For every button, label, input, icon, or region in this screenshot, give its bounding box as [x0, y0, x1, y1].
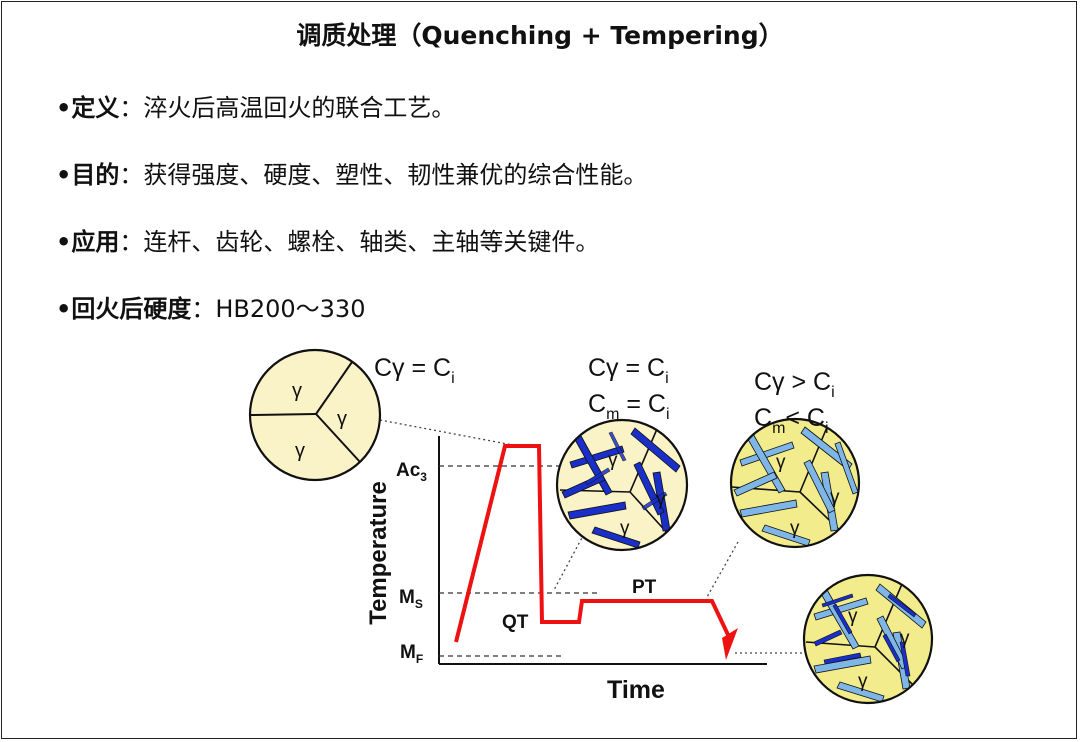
item-text: 连杆、齿轮、螺栓、轴类、主轴等关键件。 [143, 228, 600, 256]
item-definition: •定义：淬火后高温回火的联合工艺。 [56, 88, 455, 123]
axes [438, 436, 767, 665]
gamma-label: γ [337, 408, 347, 430]
item-separator: ： [119, 161, 144, 189]
temperature-curve [454, 444, 732, 643]
connector-line-3 [706, 541, 739, 598]
partitioned-microstructure-circle: γ γ γ [729, 417, 861, 549]
item-text: 获得强度、硬度、塑性、韧性兼优的综合性能。 [143, 161, 648, 189]
equation-quenched-gamma: Cγ = Ci [588, 354, 669, 387]
item-separator: ： [191, 295, 216, 323]
final-microstructure-circle: γ γ γ [802, 573, 934, 705]
gamma-label: γ [858, 671, 868, 692]
item-hardness: •回火后硬度：HB200～330 [56, 289, 365, 324]
qt-label: QT [502, 612, 529, 633]
connector-line-1 [379, 419, 519, 447]
item-text: HB200～330 [215, 295, 366, 323]
equation-quenched-martensite: Cm = Ci [588, 390, 670, 423]
gamma-label: γ [830, 487, 840, 508]
curve-arrowhead [722, 628, 738, 660]
gamma-label: γ [608, 450, 618, 471]
gamma-label: γ [295, 440, 305, 462]
item-label: •回火后硬度 [56, 295, 192, 323]
item-text: 淬火后高温回火的联合工艺。 [143, 94, 456, 122]
item-separator: ： [119, 228, 144, 256]
gamma-label: γ [292, 380, 302, 402]
quenched-microstructure-circle: γ γ γ [555, 418, 689, 552]
item-label: •定义 [56, 94, 120, 122]
item-application: •应用：连杆、齿轮、螺栓、轴类、主轴等关键件。 [56, 222, 599, 257]
item-separator: ： [119, 94, 144, 122]
slide-title: 调质处理（Quenching + Tempering） [296, 21, 784, 50]
item-purpose: •目的：获得强度、硬度、塑性、韧性兼优的综合性能。 [56, 155, 647, 190]
equation-partitioned-martensite: Cm< Ci [754, 404, 829, 437]
gamma-label: γ [620, 518, 630, 539]
pt-label: PT [632, 577, 657, 598]
grain-boundaries [250, 361, 361, 463]
ac3-label: Ac3 [396, 460, 427, 484]
gamma-label: γ [848, 606, 858, 627]
heat-treatment-diagram: Temperature Time Ac3 MS MF QT PT γ γ γ [248, 348, 934, 705]
austenite-grain-circle: γ γ γ [248, 348, 382, 482]
gamma-label: γ [656, 489, 666, 510]
gamma-label: γ [900, 628, 910, 649]
connector-line-2 [553, 533, 585, 591]
reference-lines [439, 465, 597, 657]
ms-label: MS [399, 587, 423, 611]
equation-initial: Cγ = Ci [374, 354, 455, 387]
gamma-label: γ [790, 518, 800, 539]
y-axis-label: Temperature [365, 481, 392, 625]
connector-lines [379, 419, 808, 654]
item-label: •应用 [56, 228, 120, 256]
x-axis-label: Time [607, 676, 665, 704]
gamma-label: γ [776, 452, 786, 473]
mf-label: MF [400, 642, 423, 666]
equation-partitioned-gamma: Cγ > Ci [754, 368, 835, 401]
item-label: •目的 [56, 161, 120, 189]
